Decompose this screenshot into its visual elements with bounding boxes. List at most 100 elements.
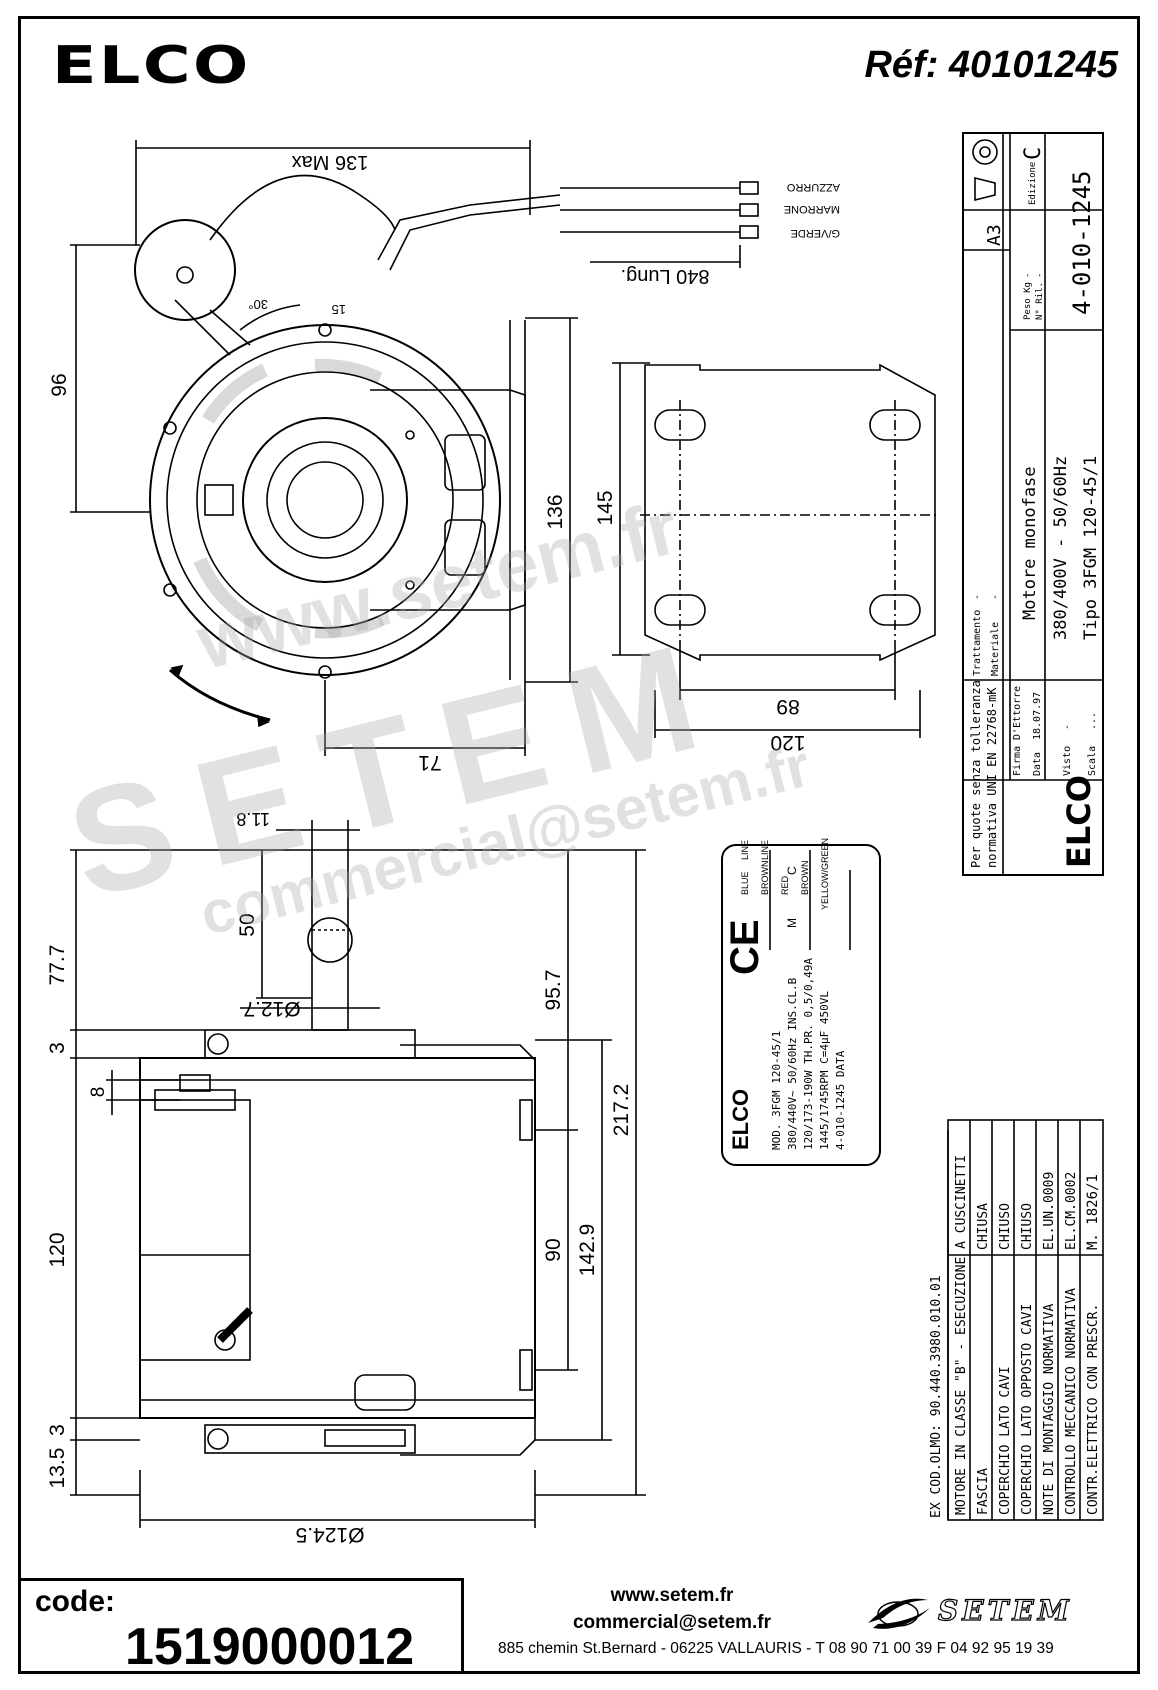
dim-77-7: 77.7 [46,945,69,986]
tb-visto-value: - [1062,724,1073,730]
tb-voltage: 380/400V - 50/60Hz [1051,456,1071,640]
plate-wire-blue: BLUE [740,871,750,895]
setem-logo: SETEM [858,1588,1120,1634]
spec-row-6-label: CONTR.ELETTRICO CON PRESCR. [1086,1304,1101,1515]
plate-brand: ELCO [728,1089,753,1150]
tb-edition-label: Edizione [1028,162,1038,205]
dim-840: 840 Lung. [621,265,710,287]
plate-wire-brown: BROWN [760,861,770,896]
dim-217-2: 217.2 [610,1084,633,1137]
dim-3-top: 3 [46,1042,69,1054]
spec-row-4-label: NOTE DI MONTAGGIO NORMATIVA [1042,1304,1057,1515]
wire-gverde: G/VERDE [790,227,840,239]
plate-line-5: 4-010-1245 DATA [834,1050,847,1150]
dim-120-body: 120 [46,1232,69,1267]
setem-swoosh-icon [868,1598,930,1629]
dim-8: 8 [88,1087,109,1098]
dim-96: 96 [48,373,71,396]
side-view: 77.7 3 120 3 13.5 8 11.8 50 Ø12.7 95.7 9… [46,809,646,1546]
dim-142-9: 142.9 [576,1224,599,1277]
tb-nril-label: N° Ril. [1035,282,1045,320]
dim-145: 145 [594,490,617,525]
dim-3-bottom: 3 [46,1424,69,1436]
spec-row-3-value: CHIUSO [1020,1203,1035,1250]
tb-drawing-number: 4-010-1245 [1068,171,1096,316]
website-link[interactable]: www.setem.fr [610,1585,734,1606]
dim-diam-124-5: Ø124.5 [296,1523,365,1546]
tb-peso-value: - [1023,273,1033,278]
tb-materiale-label: Materiale [990,622,1001,676]
dim-90: 90 [542,1238,565,1261]
spec-row-5-value: EL.CM.0002 [1064,1172,1079,1250]
wire-marrone: MARRONE [784,203,840,215]
spec-row-6-value: M. 1826/1 [1085,1174,1101,1250]
tb-data-label: Data [1032,752,1043,776]
code-label: code: [35,1585,116,1618]
address: 885 chemin St.Bernard - 06225 VALLAURIS … [498,1640,1054,1657]
spec-row-0-label: MOTORE IN CLASSE "B" - ESECUZIONE A CUSC… [954,1155,969,1515]
dim-50: 50 [236,913,259,936]
plate-line-2: 380/440V~ 50/60Hz INS.CL.B [786,977,799,1150]
tb-materiale-value: - [990,594,1001,600]
tb-tolerance: Per quote senza tolleranza [969,680,983,868]
spec-row-2-value: CHIUSO [998,1203,1013,1250]
plate-wire-yellow-green: YELLOW/GREEN [820,838,830,910]
spec-table: EX COD.OLMO: 90.440.3980.010.01 MOTORE I… [929,1119,1104,1521]
plate-line-3: 120/173-190W TH.PR. 0,5/0,49A [802,958,815,1150]
motor-label-plate: ELCO CE MOD. 3FGM 120-45/1 380/440V~ 50/… [721,838,881,1166]
plate-line-1: MOD. 3FGM 120-45/1 [770,1031,783,1150]
plate-wire-red: RED [780,875,790,895]
reference-number: Réf: 40101245 [864,44,1118,86]
plate-line-4: 1445/1745RPM C=4μF 450VL [818,991,831,1150]
plate-capacitor-c: C [785,866,799,875]
dim-13-5: 13.5 [46,1448,69,1489]
plate-wire-line-1: LINE [740,840,750,860]
setem-logo-text: SETEM [937,1593,1073,1627]
spec-row-4-value: EL.UN.0009 [1042,1172,1057,1250]
tb-firma-value: D'Ettorre [1012,686,1023,740]
dim-71: 71 [418,751,441,774]
tb-data-value: 18.07.97 [1032,692,1043,740]
tb-scala-value: ... [1087,712,1098,730]
tb-norm: normativa UNI EN 22768-mK [985,687,999,868]
dim-offset: 15 [332,302,346,317]
tb-visto-label: Visto [1062,746,1073,776]
drawing-frame [18,16,1140,1674]
tb-edition-value: C [1021,147,1046,160]
plate-wire-line-2: LINE [760,840,770,860]
spec-row-2-label: COPERCHIO LATO CAVI [998,1366,1013,1515]
tb-type: Tipo 3FGM 120-45/1 [1081,456,1101,640]
dim-11-8: 11.8 [236,809,270,829]
dim-136-max: 136 Max [292,151,369,173]
bracket-plate-view: 145 89 120 [594,362,940,754]
code-box: code: 1519000012 [18,1578,464,1676]
tb-firma-label: Firma [1012,746,1023,776]
code-value: 1519000012 [125,1618,415,1676]
spec-ex-code: EX COD.OLMO: 90.440.3980.010.01 [929,1275,944,1518]
tb-format: A3 [984,224,1005,246]
dim-89: 89 [776,695,799,718]
email-link[interactable]: commercial@setem.fr [572,1612,772,1633]
dim-120: 120 [770,731,805,754]
tb-scala-label: Scala [1087,746,1098,776]
contact-block: www.setem.fr commercial@setem.fr [560,1582,784,1636]
dim-136: 136 [544,494,567,529]
tb-description: Motore monofase [1020,466,1040,620]
spec-row-3-label: COPERCHIO LATO OPPOSTO CAVI [1020,1304,1035,1515]
spec-row-5-label: CONTROLLO MECCANICO NORMATIVA [1064,1288,1079,1515]
title-block: Per quote senza tolleranza normativa UNI… [962,132,1104,876]
dim-95-7: 95.7 [542,970,565,1011]
tb-peso-label: Peso Kg [1023,282,1033,320]
tb-trattamento-label: Trattamento [972,610,983,676]
dim-diam-12-7: Ø12.7 [243,997,300,1020]
plate-ce: CE [723,919,767,975]
tb-trattamento-value: - [972,594,983,600]
plate-wire-brown-2: BROWN [800,861,810,896]
spec-row-1-value: CHIUSA [976,1203,991,1250]
plate-motor-m: M [785,918,799,928]
tb-brand: ELCO [1060,775,1098,868]
top-view: 136 Max [48,140,840,774]
tb-nril-value: - [1035,273,1045,278]
elco-logo: ELCO [52,36,251,96]
